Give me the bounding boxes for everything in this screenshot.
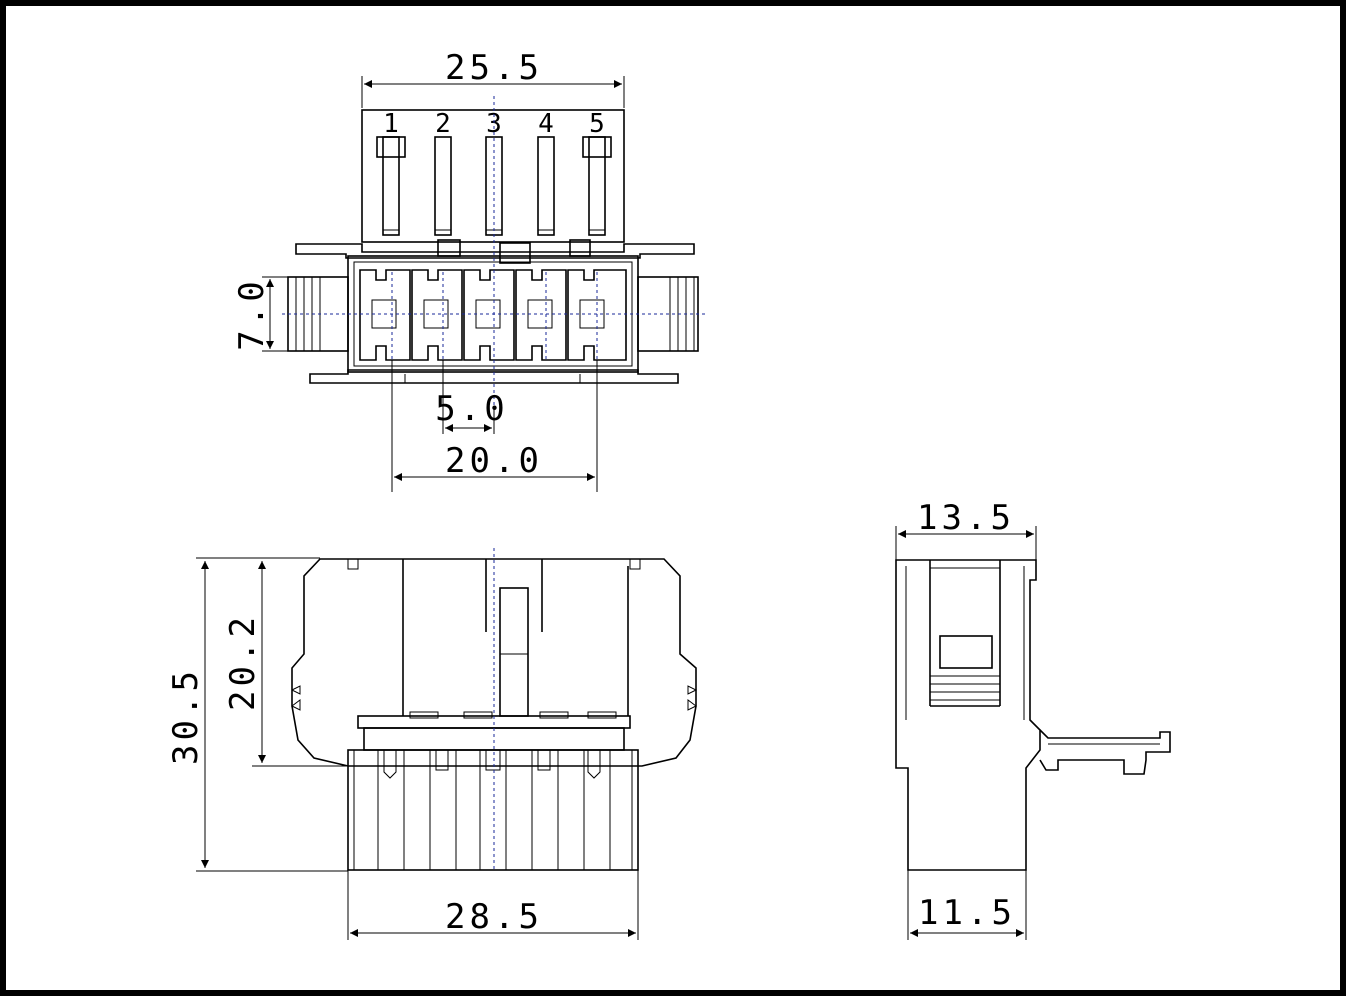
- dimension-label-25-5: 25.5: [445, 48, 543, 88]
- terminal-cavities: [359, 269, 627, 361]
- dimension-span: 20.0: [391, 360, 598, 492]
- lower-body: [347, 749, 639, 871]
- dimension-label-13-5: 13.5: [917, 498, 1015, 538]
- flange-top: [295, 243, 695, 259]
- dimension-height-front: 7.0: [232, 276, 288, 352]
- dimension-body-height: 20.2: [223, 561, 348, 767]
- pin-number-3: 3: [486, 109, 502, 139]
- pin-slots: [376, 136, 612, 236]
- locking-arm: [1039, 729, 1171, 775]
- pin-number-2: 2: [435, 109, 451, 139]
- dimension-label-5-0: 5.0: [435, 389, 508, 429]
- dimension-bottom-width: 28.5: [347, 870, 639, 940]
- dimension-label-28-5: 28.5: [445, 897, 543, 937]
- side-view: [895, 559, 1171, 871]
- pin-number-5: 5: [589, 109, 605, 139]
- pin-number-4: 4: [538, 109, 554, 139]
- dimension-label-20-0: 20.0: [445, 441, 543, 481]
- dimension-label-11-5: 11.5: [918, 893, 1016, 933]
- flange-bottom: [309, 369, 679, 384]
- dimension-width-top: 25.5: [361, 48, 625, 108]
- header-block: [361, 109, 625, 243]
- dimension-label-30-5: 30.5: [166, 667, 206, 765]
- front-elevation-view: [291, 548, 698, 871]
- upper-housing: [291, 558, 697, 767]
- dimension-label-7-0: 7.0: [232, 277, 272, 350]
- side-window: [939, 635, 993, 669]
- dimension-pitch: 5.0: [435, 360, 508, 434]
- side-housing: [895, 559, 1041, 871]
- top-view: 1 2 3 4 5: [282, 96, 708, 408]
- dimension-side-top: 13.5: [895, 498, 1037, 560]
- pin-number-1: 1: [383, 109, 399, 139]
- lock-tab: [499, 587, 529, 717]
- dimension-overall-height: 30.5: [166, 557, 348, 872]
- dimension-side-bottom: 11.5: [907, 870, 1027, 940]
- dimension-label-20-2: 20.2: [223, 613, 263, 711]
